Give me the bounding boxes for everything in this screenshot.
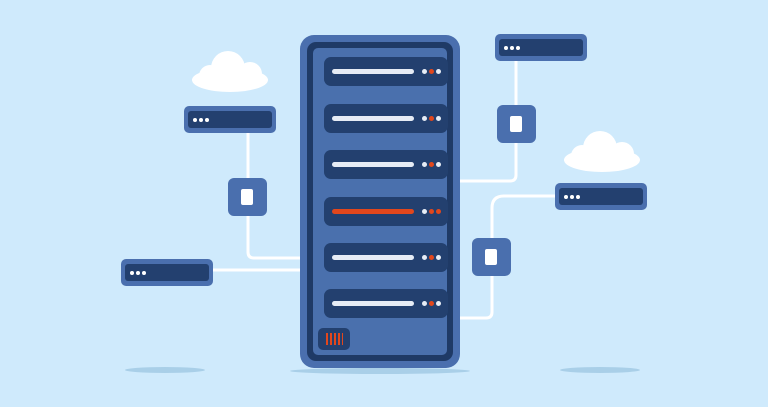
server-slot-normal (324, 150, 448, 179)
status-led (436, 301, 441, 306)
status-led (429, 69, 434, 74)
server-slot-alert (324, 197, 448, 226)
server-panel (313, 48, 448, 355)
status-led (422, 162, 427, 167)
status-led (422, 301, 427, 306)
ground-shadow (125, 367, 205, 373)
status-led (429, 255, 434, 260)
status-led (422, 116, 427, 121)
network-device-icon (495, 34, 587, 61)
status-led (436, 209, 441, 214)
ground-shadow (290, 368, 470, 374)
status-led (436, 116, 441, 121)
vent-icon (318, 328, 350, 350)
status-bar (332, 255, 414, 260)
status-bar (332, 162, 414, 167)
status-bar (332, 301, 414, 306)
ground-shadow (560, 367, 640, 373)
status-led (422, 69, 427, 74)
server-slot-normal (324, 57, 448, 86)
network-device-icon (184, 106, 276, 133)
connector-icon (472, 238, 511, 276)
cloud-icon (564, 131, 640, 172)
status-led (422, 209, 427, 214)
status-led (429, 116, 434, 121)
status-led (429, 162, 434, 167)
server-slot-normal (324, 104, 448, 133)
status-led (429, 301, 434, 306)
status-led (436, 255, 441, 260)
server-frame (307, 42, 453, 361)
network-device-icon (555, 183, 647, 210)
status-bar (332, 116, 414, 121)
cloud-icon (192, 51, 268, 92)
server-slot-normal (324, 289, 448, 318)
network-device-icon (121, 259, 213, 286)
server-slot-normal (324, 243, 448, 272)
status-led (429, 209, 434, 214)
status-led (436, 162, 441, 167)
connector-icon (228, 178, 267, 216)
status-bar (332, 69, 414, 74)
server-rack-icon (300, 35, 460, 368)
connector-icon (497, 105, 536, 143)
status-led (422, 255, 427, 260)
status-bar (332, 209, 414, 214)
status-led (436, 69, 441, 74)
